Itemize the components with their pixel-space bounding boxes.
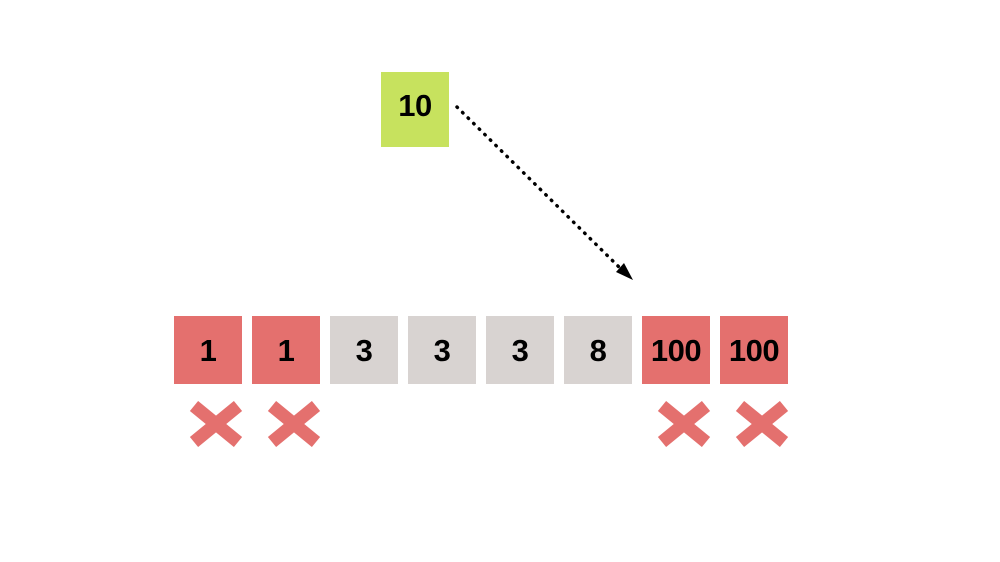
x-mark-0 [188, 400, 244, 448]
arrow-head-icon [616, 263, 633, 280]
array-cell-label: 1 [277, 332, 295, 368]
array-cell-label: 100 [728, 332, 780, 368]
array-cell-5: 8 [564, 316, 632, 384]
array-cell-4: 3 [486, 316, 554, 384]
array-cell-label: 3 [511, 332, 529, 368]
array-cell-6: 100 [642, 316, 710, 384]
array-cell-1: 1 [252, 316, 320, 384]
array-cell-label: 1 [199, 332, 217, 368]
array-cell-3: 3 [408, 316, 476, 384]
x-mark-6 [656, 400, 712, 448]
array-cell-7: 100 [720, 316, 788, 384]
pivot-value-label: 10 [398, 88, 432, 123]
array-cell-2: 3 [330, 316, 398, 384]
array-cell-0: 1 [174, 316, 242, 384]
pivot-value-box: 10 [381, 72, 449, 147]
x-mark-7 [734, 400, 790, 448]
array-cell-label: 100 [650, 332, 702, 368]
array-cell-label: 8 [589, 332, 607, 368]
arrow-shaft-dotted [455, 105, 624, 272]
x-mark-1 [266, 400, 322, 448]
array-cell-label: 3 [433, 332, 451, 368]
array-cell-label: 3 [355, 332, 373, 368]
